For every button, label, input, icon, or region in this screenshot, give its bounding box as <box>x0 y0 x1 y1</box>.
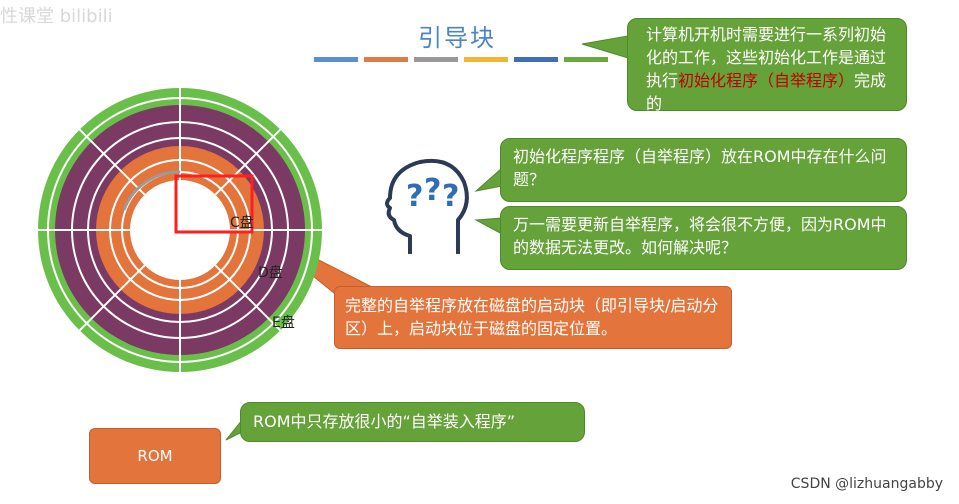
disk-hub <box>130 180 230 280</box>
svg-text:?: ? <box>442 179 459 214</box>
callout2-pointer <box>474 166 503 192</box>
callout-boot-block: 完整的自举程序放在磁盘的启动块（即引导块/启动分区）上，启动块位于磁盘的固定位置… <box>334 286 732 349</box>
title-stripe <box>464 57 508 62</box>
callout-boot-init: 计算机开机时需要进行一系列初始化的工作，这些初始化工作是通过执行初始化程序（自举… <box>627 18 907 113</box>
callout-update-problem: 万一需要更新自举程序，将会很不方便，因为ROM中的数据无法更改。如何解决呢？ <box>500 206 907 270</box>
title-stripe <box>314 57 358 62</box>
disk-label-c: C盘 <box>230 215 254 231</box>
title-stripe <box>564 57 608 62</box>
boot-block-highlight <box>174 174 254 234</box>
footer-credit: CSDN @lizhuangabby <box>790 476 943 492</box>
callout2-text: 初始化程序程序（自举程序）放在ROM中存在什么问题？ <box>513 147 887 189</box>
disk-rings <box>38 88 322 372</box>
thinking-head-icon: ? ? ? <box>385 159 469 254</box>
callout-rom-loader: ROM中只存放很小的“自举装入程序” <box>240 402 585 442</box>
page-title: 引导块 <box>418 24 496 52</box>
rom-box: ROM <box>89 428 221 484</box>
callout1-highlight: 初始化程序（自举程序） <box>678 71 855 90</box>
callout-rom-problem: 初始化程序程序（自举程序）放在ROM中存在什么问题？ <box>500 138 907 202</box>
callout1-text: 计算机开机时需要进行一系列初始化的工作，这些初始化工作是通过执行 <box>646 25 887 90</box>
svg-text:?: ? <box>406 179 423 214</box>
callout5-text: ROM中只存放很小的“自举装入程序” <box>253 412 516 431</box>
disk-label-d: D盘 <box>258 265 283 281</box>
title-stripe <box>364 57 408 62</box>
disk-label-e: E盘 <box>272 315 295 331</box>
watermark-top-left: 性课堂 bilibili <box>0 6 113 27</box>
callout3-text: 万一需要更新自举程序，将会很不方便，因为ROM中的数据无法更改。如何解决呢？ <box>513 215 887 257</box>
title-stripe <box>514 57 558 62</box>
callout1-text-end: 完成的 <box>646 71 887 113</box>
callout1-pointer <box>581 35 629 59</box>
callout3-pointer <box>474 217 503 235</box>
svg-text:?: ? <box>424 173 441 208</box>
title-stripe <box>414 57 458 62</box>
callout4-text: 完整的自举程序放在磁盘的启动块（即引导块/启动分区）上，启动块位于磁盘的固定位置… <box>345 296 719 338</box>
